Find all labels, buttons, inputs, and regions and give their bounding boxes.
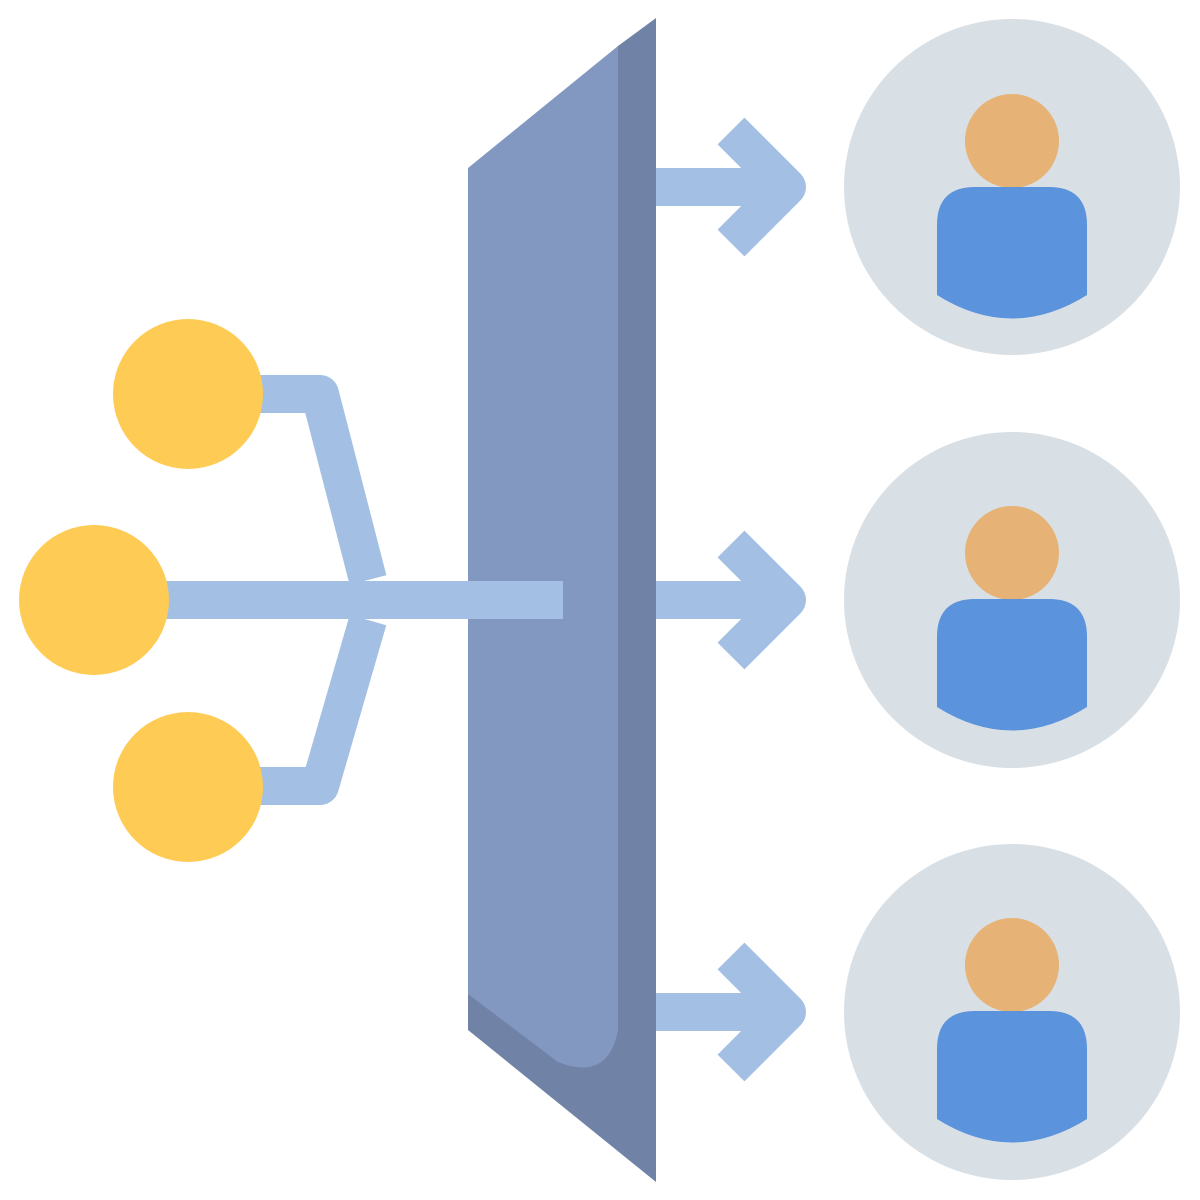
user-avatar-icon	[844, 844, 1180, 1180]
avatar-body	[937, 1011, 1087, 1143]
connector-top	[240, 375, 387, 585]
filter-panel-face	[468, 46, 618, 1068]
arrow-right-icon	[656, 942, 806, 1082]
avatar-body	[937, 187, 1087, 319]
avatar-head	[965, 506, 1059, 600]
user-avatar-icon	[844, 19, 1180, 355]
avatar-head	[965, 918, 1059, 1012]
recipients	[844, 19, 1180, 1180]
arrow-right-icon	[656, 530, 806, 670]
avatar-head	[965, 94, 1059, 188]
user-avatar-icon	[844, 432, 1180, 768]
arrow-right-icon	[656, 117, 806, 257]
filter-panel-edge	[468, 18, 656, 1182]
source-node-icon	[113, 712, 263, 862]
output-arrows	[656, 117, 806, 1082]
source-node-icon	[19, 525, 169, 675]
source-nodes	[19, 319, 263, 862]
avatar-body	[937, 599, 1087, 731]
filter-panel-icon	[468, 18, 656, 1182]
source-node-icon	[113, 319, 263, 469]
connector-bottom	[240, 614, 387, 805]
